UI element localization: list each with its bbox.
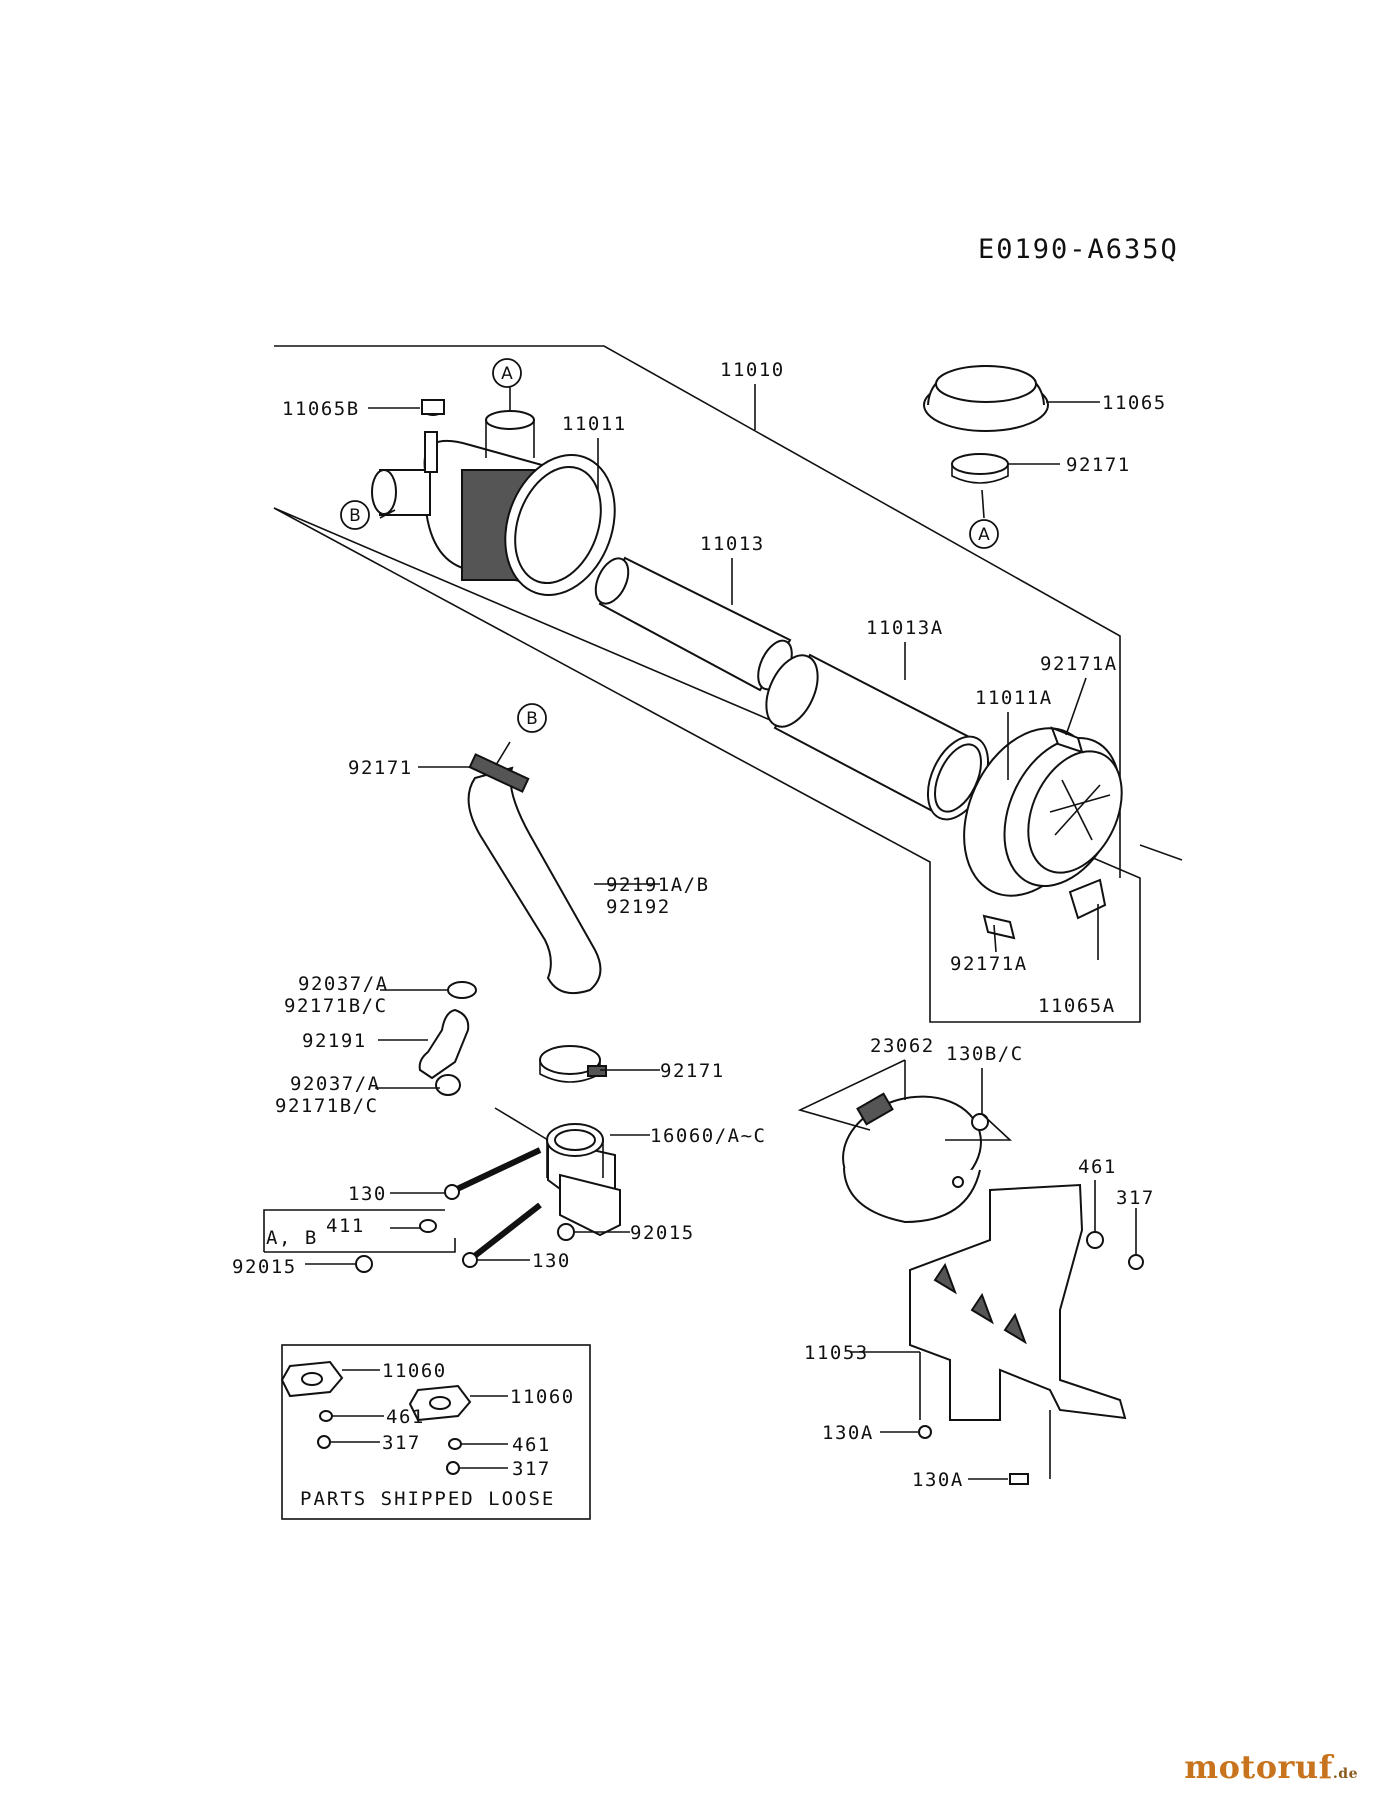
label-92171-top: 92171 bbox=[1066, 454, 1131, 476]
mounting-band bbox=[842, 1092, 982, 1224]
nut-left bbox=[355, 1255, 373, 1273]
loose-label-461-a: 461 bbox=[386, 1406, 425, 1428]
nut-317 bbox=[1128, 1254, 1144, 1270]
assembly-bracket-outline bbox=[273, 345, 1183, 1023]
clip-bottom bbox=[982, 914, 1016, 940]
rain-cap bbox=[923, 364, 1049, 432]
ab-bracket bbox=[263, 1209, 456, 1253]
label-92191AB: 92191A/B bbox=[606, 874, 710, 896]
watermark-suffix: .de bbox=[1332, 1766, 1358, 1782]
label-92171-clamp: 92171 bbox=[660, 1060, 725, 1082]
label-130BC: 130B/C bbox=[946, 1043, 1024, 1065]
intake-adapter bbox=[546, 1123, 621, 1237]
small-hose bbox=[418, 1008, 470, 1080]
label-130A-2: 130A bbox=[912, 1469, 964, 1491]
outer-element bbox=[765, 653, 990, 821]
diagram-code: E0190-A635Q bbox=[978, 234, 1179, 265]
nut-right bbox=[557, 1223, 575, 1241]
label-130-b: 130 bbox=[532, 1250, 571, 1272]
air-cleaner-housing bbox=[371, 399, 616, 596]
hose-clamp-middle bbox=[539, 1045, 607, 1083]
svg-text:B: B bbox=[349, 506, 361, 526]
label-11053: 11053 bbox=[804, 1342, 869, 1364]
label-130-a: 130 bbox=[348, 1183, 387, 1205]
label-92037A-1: 92037/A bbox=[298, 973, 389, 995]
bolt-lower-head bbox=[462, 1252, 478, 1268]
support-bracket bbox=[909, 1183, 1127, 1421]
label-23062: 23062 bbox=[870, 1035, 935, 1057]
watermark-logo: motoruf.de bbox=[1184, 1748, 1358, 1786]
washer-461 bbox=[1086, 1231, 1104, 1249]
label-11011: 11011 bbox=[562, 413, 627, 435]
small-clamp-top bbox=[447, 981, 477, 999]
loose-label-317-b: 317 bbox=[512, 1458, 551, 1480]
washer bbox=[419, 1219, 437, 1233]
loose-box-title: PARTS SHIPPED LOOSE bbox=[300, 1488, 555, 1510]
label-11013: 11013 bbox=[700, 533, 765, 555]
callout-b-hose: B bbox=[517, 703, 547, 733]
callout-a-clamp: A bbox=[969, 519, 999, 549]
label-317: 317 bbox=[1116, 1187, 1155, 1209]
loose-label-11060-b: 11060 bbox=[510, 1386, 575, 1408]
inner-element bbox=[594, 556, 793, 692]
svg-text:A: A bbox=[501, 364, 513, 384]
svg-text:A: A bbox=[978, 525, 990, 545]
label-92037A-2: 92037/A bbox=[290, 1073, 381, 1095]
label-411: 411 bbox=[326, 1215, 365, 1237]
label-92015-left: 92015 bbox=[232, 1256, 297, 1278]
air-cleaner-cover bbox=[963, 727, 1123, 920]
label-11065A: 11065A bbox=[1038, 995, 1116, 1017]
loose-label-11060-a: 11060 bbox=[382, 1360, 447, 1382]
bolt-lower bbox=[470, 1202, 542, 1261]
label-ab: A, B bbox=[266, 1227, 318, 1249]
label-461: 461 bbox=[1078, 1156, 1117, 1178]
label-92171-hose: 92171 bbox=[348, 757, 413, 779]
label-130A-1: 130A bbox=[822, 1422, 874, 1444]
label-92191: 92191 bbox=[302, 1030, 367, 1052]
label-11065B: 11065B bbox=[282, 398, 360, 420]
label-92171BC-2: 92171B/C bbox=[275, 1095, 379, 1117]
bolt-upper bbox=[453, 1147, 542, 1193]
label-11011A: 11011A bbox=[975, 687, 1053, 709]
bracket-gusset-1 bbox=[933, 1262, 957, 1295]
label-92171A-bottom: 92171A bbox=[950, 953, 1028, 975]
label-11065: 11065 bbox=[1102, 392, 1167, 414]
callout-a-top: A bbox=[492, 358, 522, 388]
hose-clamp-hose bbox=[468, 753, 530, 793]
label-92171BC-1: 92171B/C bbox=[284, 995, 388, 1017]
label-92192: 92192 bbox=[606, 896, 671, 918]
parts-shipped-loose-box: 11060 461 317 11060 461 317 PARTS SHIPPE… bbox=[280, 1344, 591, 1520]
loose-label-461-b: 461 bbox=[512, 1434, 551, 1456]
bracket-gusset-3 bbox=[1003, 1312, 1027, 1345]
bracket-gusset-2 bbox=[970, 1292, 994, 1325]
watermark-name: motoruf bbox=[1184, 1748, 1333, 1786]
callout-b-left: B bbox=[340, 500, 370, 530]
leader-lines bbox=[305, 384, 1137, 1480]
label-11010: 11010 bbox=[720, 359, 785, 381]
label-11013A: 11013A bbox=[866, 617, 944, 639]
small-clamp-bottom bbox=[435, 1074, 461, 1096]
label-92171A-top: 92171A bbox=[1040, 653, 1118, 675]
part-labels: 11010 11065B 11011 11065 92171 11013 110… bbox=[232, 359, 1167, 1491]
band-bolt bbox=[971, 1113, 989, 1131]
intake-hose bbox=[467, 766, 602, 994]
bolt-130a-1 bbox=[918, 1425, 932, 1439]
label-16060: 16060/A~C bbox=[650, 1125, 766, 1147]
bolt-upper-head bbox=[444, 1184, 460, 1200]
hose-clamp-top bbox=[951, 453, 1009, 484]
svg-text:B: B bbox=[526, 709, 538, 729]
bolt-130a-2 bbox=[1009, 1473, 1029, 1485]
loose-label-317-a: 317 bbox=[382, 1432, 421, 1454]
clip-top bbox=[1050, 726, 1084, 754]
label-92015-right: 92015 bbox=[630, 1222, 695, 1244]
